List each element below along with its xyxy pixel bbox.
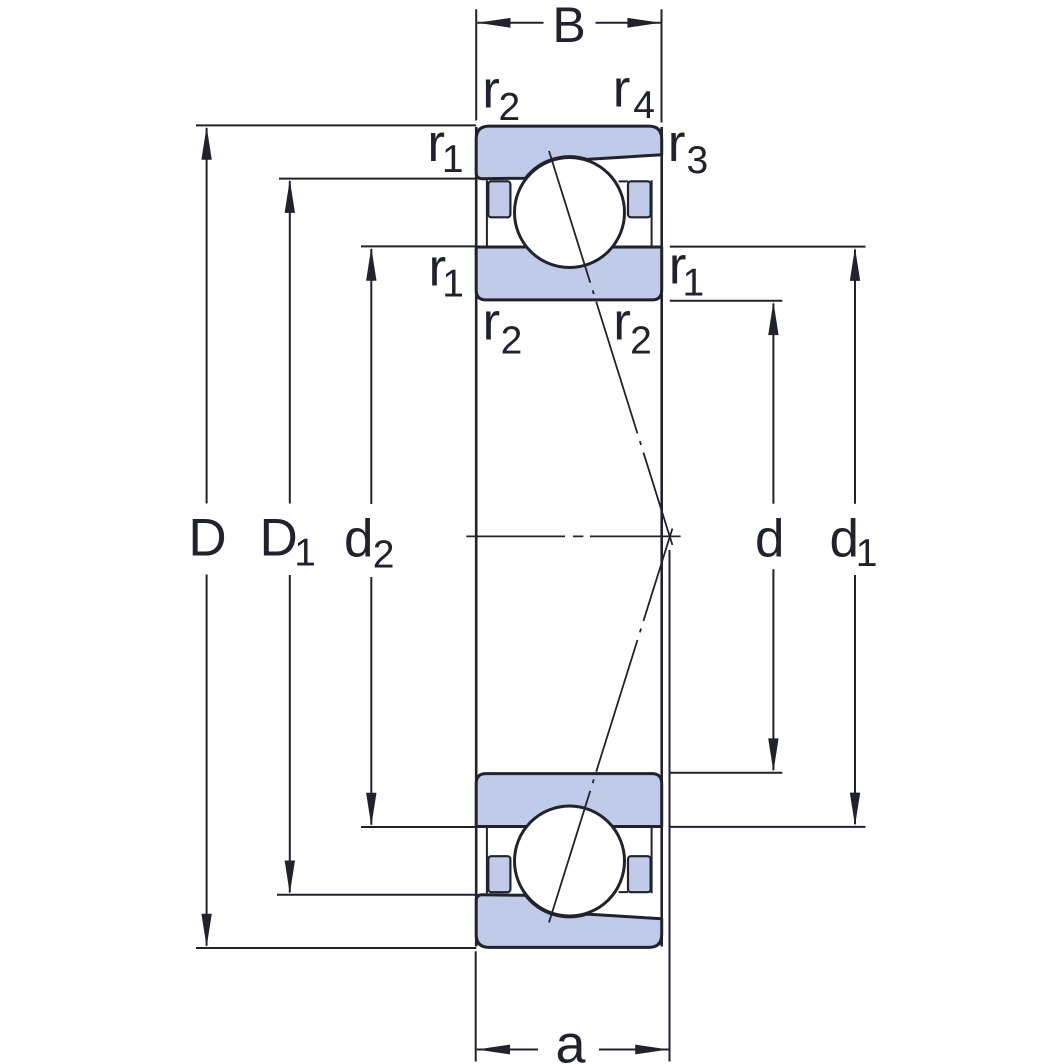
svg-text:2: 2 [373,534,395,577]
svg-text:d: d [755,509,784,568]
svg-text:r: r [668,114,686,173]
svg-text:2: 2 [630,320,652,363]
svg-text:1: 1 [856,532,878,575]
svg-text:D: D [188,508,226,567]
svg-text:r: r [483,293,501,352]
svg-text:D: D [260,508,298,567]
svg-text:r: r [669,236,687,295]
svg-text:B: B [552,0,585,53]
svg-text:r: r [482,61,500,120]
svg-text:r: r [613,293,631,352]
svg-text:a: a [556,1015,587,1064]
svg-text:r: r [427,114,445,173]
svg-text:r: r [429,238,447,297]
svg-text:1: 1 [294,532,316,575]
svg-text:4: 4 [633,84,655,127]
svg-text:1: 1 [442,263,464,306]
svg-text:3: 3 [687,139,709,182]
svg-text:1: 1 [683,261,705,304]
svg-text:1: 1 [442,138,464,181]
svg-text:2: 2 [501,320,523,363]
svg-text:d: d [830,509,859,568]
svg-text:d: d [344,509,373,568]
svg-text:2: 2 [499,86,521,129]
svg-text:r: r [613,60,631,119]
